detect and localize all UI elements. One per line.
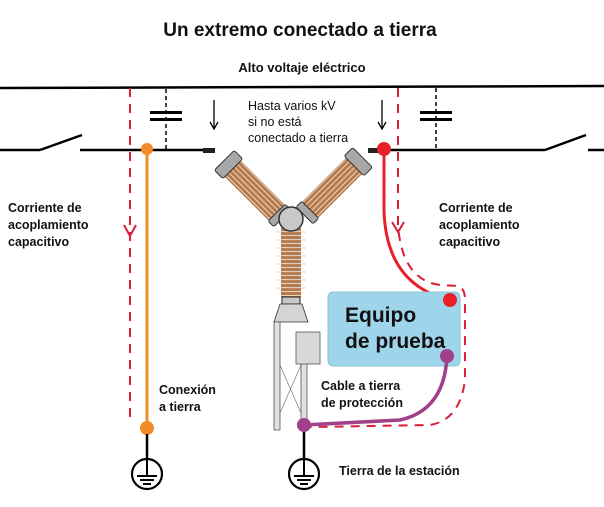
red-terminal (443, 293, 457, 307)
protective-ground-cable (297, 349, 454, 458)
svg-text:de protección: de protección (321, 396, 403, 410)
left-ground-icon (130, 457, 164, 491)
svg-text:acoplamiento: acoplamiento (8, 218, 89, 232)
high-voltage-label: Alto voltaje eléctrico (238, 60, 365, 75)
svg-text:Corriente de: Corriente de (8, 201, 82, 215)
svg-text:capacitivo: capacitivo (8, 235, 70, 249)
left-capacitive-current-path (123, 88, 137, 420)
svg-text:Corriente de: Corriente de (439, 201, 513, 215)
orange-ground-connection (140, 143, 154, 458)
upper-conductor-line (0, 84, 604, 90)
svg-text:capacitivo: capacitivo (439, 235, 501, 249)
station-ground-label: Tierra de la estación (339, 464, 460, 478)
right-switch (544, 133, 587, 152)
svg-text:a tierra: a tierra (159, 400, 202, 414)
left-current-label: Corriente de acoplamiento capacitivo (8, 201, 89, 249)
left-down-arrow (209, 100, 219, 131)
right-current-label: Corriente de acoplamiento capacitivo (439, 201, 520, 249)
protective-cable-label: Cable a tierra de protección (321, 379, 403, 410)
right-capacitor-symbol (420, 88, 452, 150)
svg-text:conectado a tierra: conectado a tierra (248, 131, 348, 145)
svg-text:si no está: si no está (248, 115, 302, 129)
test-equipment-box: Equipo de prueba (327, 291, 461, 367)
svg-text:Equipo: Equipo (345, 304, 416, 327)
svg-text:Hasta varios kV: Hasta varios kV (248, 99, 336, 113)
control-cabinet (295, 331, 321, 365)
left-switch (39, 133, 83, 152)
svg-text:de prueba: de prueba (345, 330, 446, 353)
insulator-disconnector (203, 147, 380, 323)
right-down-arrow (377, 100, 387, 131)
left-capacitor-symbol (150, 89, 182, 150)
right-capacitive-current-path (309, 88, 466, 428)
warning-text: Hasta varios kV si no está conectado a t… (248, 99, 348, 145)
svg-text:Cable a tierra: Cable a tierra (321, 379, 401, 393)
diagram-title: Un extremo conectado a tierra (163, 20, 437, 41)
purple-terminal (440, 349, 454, 363)
svg-text:acoplamiento: acoplamiento (439, 218, 520, 232)
station-ground-icon (287, 457, 321, 491)
ground-connection-label: Conexión a tierra (159, 383, 216, 414)
svg-text:Conexión: Conexión (159, 383, 216, 397)
support-structure (273, 321, 321, 431)
